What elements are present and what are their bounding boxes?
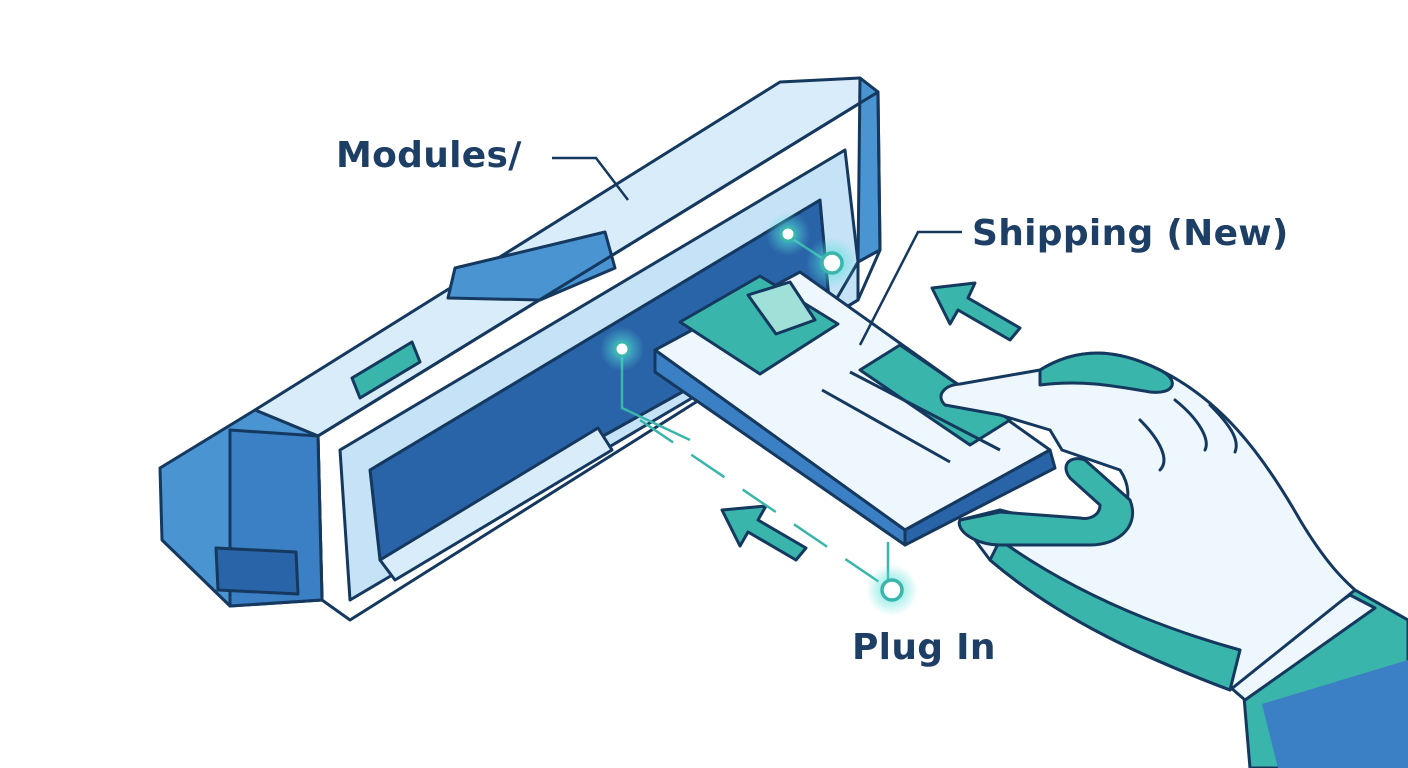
housing-side-tab [350,340,422,400]
leader-shipping [858,230,962,346]
card-detail-lines [821,370,1001,464]
hand-thumb [957,457,1135,547]
card-front-edge [903,448,1057,547]
hand-icon [939,351,1408,768]
connector-dot-icon [880,578,904,602]
label-plug-in: Plug In [852,627,996,668]
arrow-icon-lower [720,504,808,562]
card-label-plate [858,343,1012,447]
sleeve-shade [1262,660,1408,768]
connector-dots [600,212,918,616]
leader-lines [552,156,962,346]
label-modules: Modules/ [336,135,522,176]
connector-dot-icon [820,251,844,275]
module-housing [158,76,882,622]
housing-top-ridge [446,230,617,302]
leader-modules [552,156,629,201]
housing-lower-lip [378,426,614,582]
card-chip-window [746,280,817,336]
connector-dot-icon [779,225,797,243]
connector-dot-icon [613,340,631,358]
housing-left-notch [214,546,300,596]
hand-knuckle-shade [1038,351,1174,394]
card-module-icon [653,270,1057,547]
arrow-icon-upper [930,281,1022,342]
label-shipping-new: Shipping (New) [972,213,1289,254]
